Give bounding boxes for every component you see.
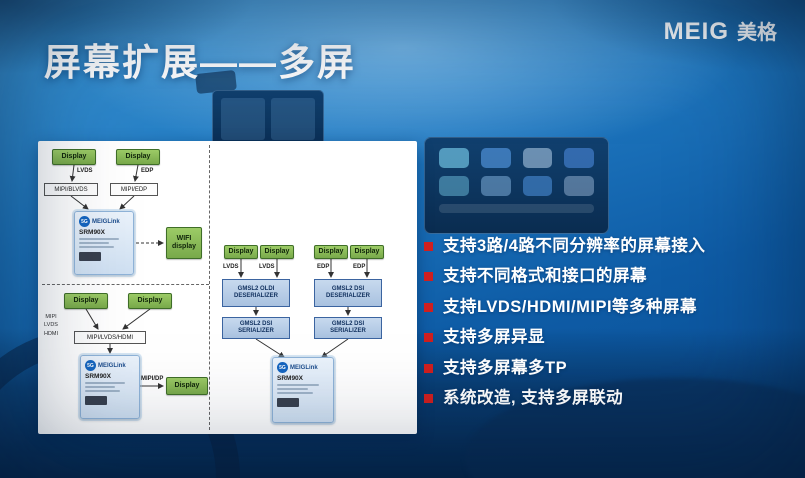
background-screen-dock [439, 204, 594, 213]
page-title: 屏幕扩展——多屏 [44, 42, 356, 83]
gmsl2-dsi-serializer: GMSL2 DSI SERIALIZER [314, 317, 382, 339]
display-node: Display [116, 149, 160, 165]
bullet-square-icon [424, 394, 433, 404]
interface-stack-label: MIPI LVDS HDMI [43, 314, 59, 337]
chip-text-lines [85, 382, 135, 392]
display-node: Display [52, 149, 96, 165]
display-node: Display [166, 377, 208, 395]
display-node: Display [314, 245, 348, 259]
interface-label-edp: EDP [141, 168, 154, 174]
5g-badge-icon: 5G [277, 362, 288, 373]
chip-label-strip [85, 396, 107, 405]
gmsl2-dsi-deserializer: GMSL2 DSI DESERIALIZER [314, 279, 382, 307]
interface-label-lvds: LVDS [77, 168, 93, 174]
feature-text: 支持不同格式和接口的屏幕 [443, 267, 647, 286]
display-node: Display [260, 245, 294, 259]
chip-model: SRM90X [79, 229, 106, 236]
feature-text: 支持多屏幕多TP [443, 358, 568, 377]
chip-label-strip [79, 252, 101, 261]
bullet-square-icon [424, 302, 433, 312]
interface-label-lvds: LVDS [223, 264, 239, 270]
bridge-mipi-lvds-hdmi: MIPI/LVDS/HDMI [74, 331, 146, 344]
list-item: 支持不同格式和接口的屏幕 [424, 266, 796, 287]
feature-text: 支持多屏异显 [443, 328, 545, 347]
wifi-display-node: WIFI display [166, 227, 202, 259]
list-item: 支持LVDS/HDMI/MIPI等多种屏幕 [424, 297, 796, 318]
soc-module: 5G MEIGLink SRM90X [80, 355, 140, 419]
bridge-mipi-blvds: MIPI/BLVDS [44, 183, 98, 196]
brand-logo-en: MEIG [663, 18, 729, 45]
interface-label-edp: EDP [317, 264, 330, 270]
interface-label-mipi-dp: MIPI/DP [141, 376, 164, 382]
chip-brand: MEIGLink [98, 362, 126, 369]
gmsl2-dsi-serializer: GMSL2 DSI SERIALIZER [222, 317, 290, 339]
gmsl2-oldi-deserializer: GMSL2 OLDI DESERIALIZER [222, 279, 290, 307]
feature-text: 系统改造, 支持多屏联动 [443, 389, 624, 408]
chip-model: SRM90X [85, 373, 112, 380]
bridge-mipi-edp: MIPI/EDP [110, 183, 158, 196]
chip-text-lines [277, 384, 329, 394]
bullet-square-icon [424, 272, 433, 282]
list-item: 支持多屏异显 [424, 327, 796, 348]
dashed-divider-vertical [209, 145, 210, 430]
5g-badge-icon: 5G [79, 216, 90, 227]
display-node: Display [224, 245, 258, 259]
chip-brand: MEIGLink [92, 218, 120, 225]
dashed-divider-horizontal [42, 284, 209, 285]
display-node: Display [350, 245, 384, 259]
feature-text: 支持LVDS/HDMI/MIPI等多种屏幕 [443, 297, 698, 316]
interface-label-edp: EDP [353, 264, 366, 270]
list-item: 支持多屏幕多TP [424, 358, 796, 379]
background-passenger-screen [424, 137, 609, 234]
diagram-panel: Display Display LVDS EDP MIPI/BLVDS MIPI… [38, 141, 417, 434]
bullet-square-icon [424, 363, 433, 373]
soc-module: 5G MEIGLink SRM90X [272, 357, 334, 423]
display-node: Display [128, 293, 172, 309]
background-screen-pane [271, 98, 315, 140]
background-center-console-screen [212, 90, 324, 148]
bullet-square-icon [424, 242, 433, 251]
bullet-square-icon [424, 333, 433, 343]
background-app-icons [439, 148, 594, 196]
background-screen-pane [221, 98, 265, 140]
soc-module: 5G MEIGLink SRM90X [74, 211, 134, 275]
brand-logo: MEIG 美格 [664, 16, 777, 46]
chip-brand: MEIGLink [290, 364, 318, 371]
feature-text: 支持3路/4路不同分辨率的屏幕接入 [443, 237, 706, 255]
chip-model: SRM90X [277, 375, 304, 382]
feature-list: 支持3路/4路不同分辨率的屏幕接入 支持不同格式和接口的屏幕 支持LVDS/HD… [424, 236, 796, 419]
chip-text-lines [79, 238, 129, 248]
brand-logo-cn: 美格 [737, 22, 777, 44]
interface-label-lvds: LVDS [259, 264, 275, 270]
display-node: Display [64, 293, 108, 309]
5g-badge-icon: 5G [85, 360, 96, 371]
chip-label-strip [277, 398, 299, 407]
list-item: 支持3路/4路不同分辨率的屏幕接入 [424, 236, 796, 257]
list-item: 系统改造, 支持多屏联动 [424, 388, 796, 409]
